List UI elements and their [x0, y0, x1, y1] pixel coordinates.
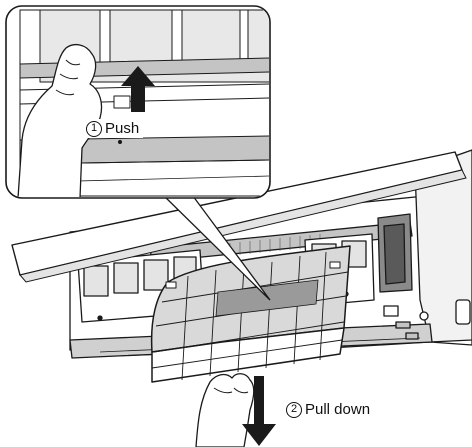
- hand-pulling: [196, 374, 254, 447]
- step-1-label: 1 Push: [84, 119, 143, 138]
- step-action-text: Pull down: [305, 401, 370, 418]
- inset-detail: [6, 6, 270, 198]
- step-action-text: Push: [105, 120, 139, 137]
- step-2-label: 2 Pull down: [286, 401, 370, 418]
- step-number-badge: 1: [86, 121, 102, 137]
- step-number-badge: 2: [286, 402, 302, 418]
